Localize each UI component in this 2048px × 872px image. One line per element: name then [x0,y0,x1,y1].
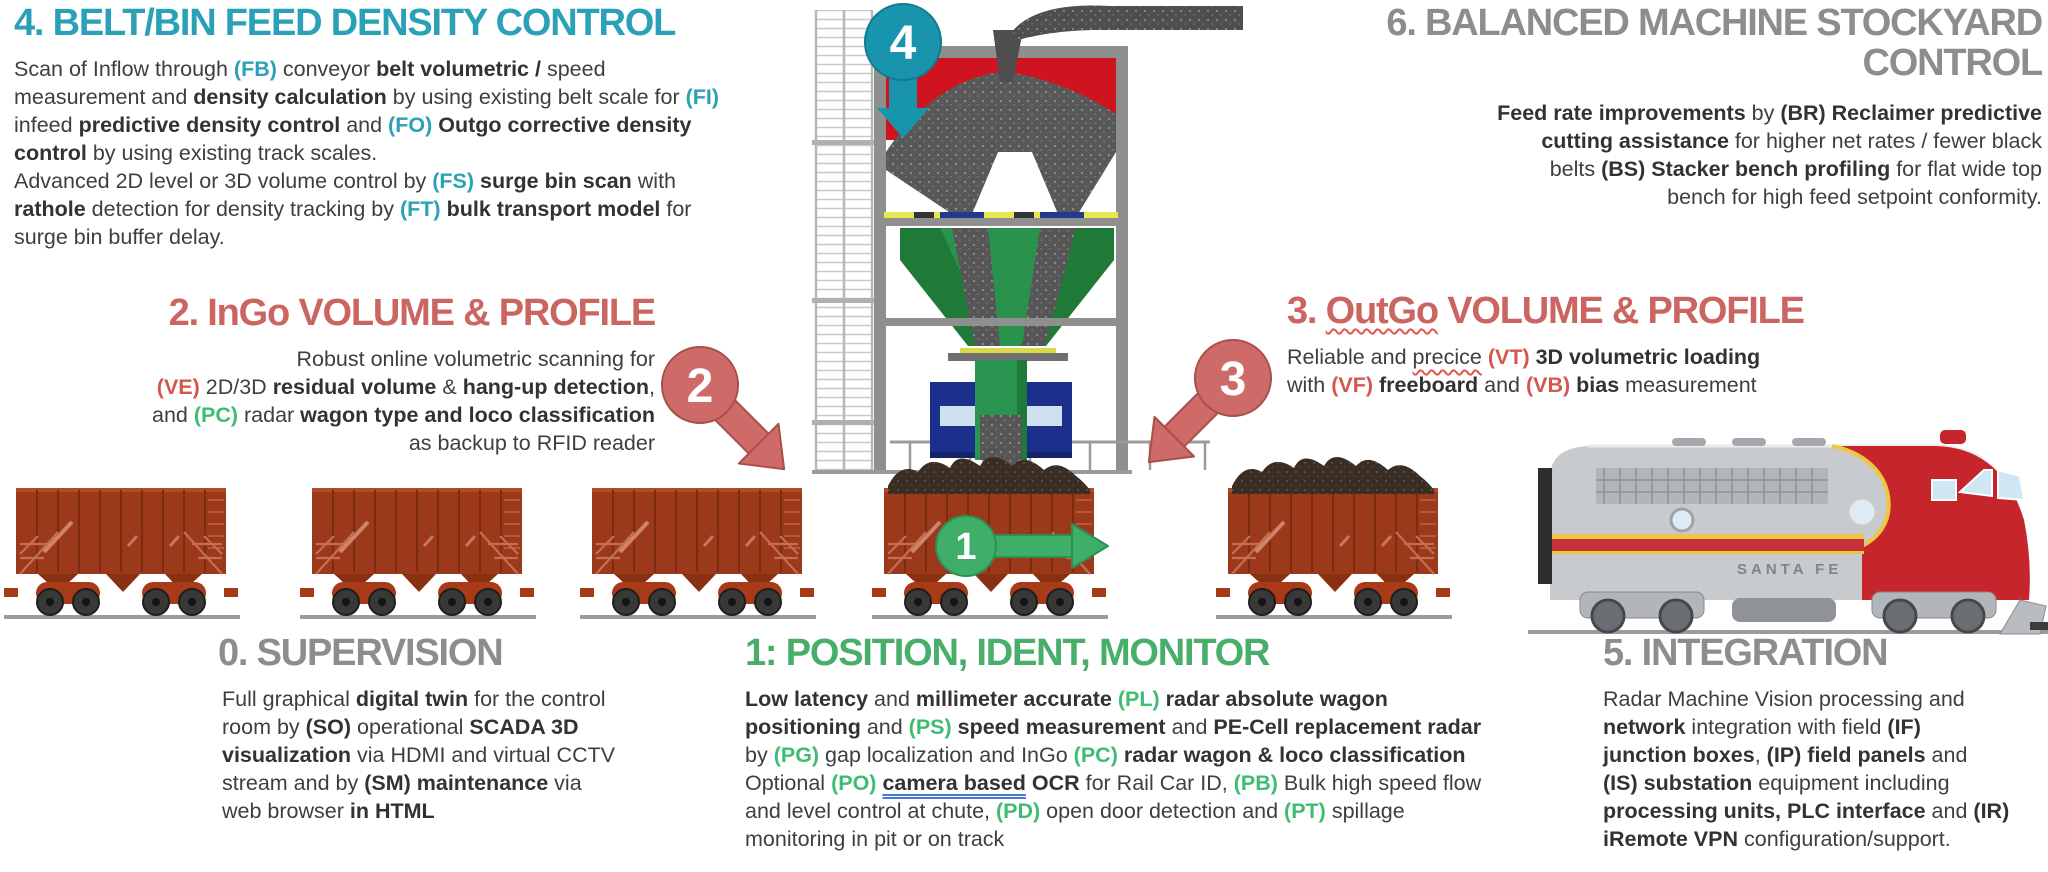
control-cabin [930,382,1072,458]
wagon-empty-2 [298,486,536,617]
section-ingo-volume-profile: 2. InGo VOLUME & PROFILE Robust online v… [95,292,657,458]
section-title: 4. BELT/BIN FEED DENSITY CONTROL [14,2,676,44]
section-body: Scan of Inflow through (FB) conveyor bel… [14,56,720,249]
wagon-loaded [1214,457,1452,617]
wagon-empty-3 [578,486,816,617]
section-title: 2. InGo VOLUME & PROFILE [168,292,657,334]
porthole-window [1669,507,1695,533]
section-body: Reliable and precice (VT) 3D volumetric … [1287,344,1761,397]
section-body: Full graphical digital twin for the cont… [222,686,616,823]
section-outgo-volume-profile: 3. OutGo VOLUME & PROFILE Reliable and p… [1287,290,1927,400]
fuel-tank [1732,598,1836,622]
section-body: Feed rate improvements by (BR) Reclaimer… [1497,100,2042,209]
badge-step-3: 3 [1194,339,1272,417]
section-title: 3. OutGo VOLUME & PROFILE [1287,290,1805,332]
cab-side-window [1931,479,1957,501]
section-title: 1: POSITION, IDENT, MONITOR [745,632,1270,674]
badge-step-4: 4 [864,3,942,138]
stair-tower [812,10,886,472]
section-body: Robust online volumetric scanning for(VE… [151,346,655,455]
badge-number: 1 [955,526,976,568]
green-hopper [900,228,1114,361]
falling-coal-stream [982,458,1020,500]
section-title: 6. BALANCED MACHINE STOCKYARD CONTROL [1386,2,2043,84]
bin-frame [812,46,1210,474]
section-position-ident-monitor: 1: POSITION, IDENT, MONITOR Low latency … [745,632,1565,854]
badge-number: 4 [890,17,917,70]
section-title: 0. SUPERVISION [218,632,504,674]
wagon-empty-1 [2,486,240,617]
arrow-down-icon [877,108,929,138]
section-integration: 5. INTEGRATION Radar Machine Vision proc… [1603,632,2043,854]
badge-number: 2 [687,360,714,413]
section-body: Low latency and millimeter accurate (PL)… [745,686,1482,851]
bin-coal-mass [886,72,1116,214]
badge-step-3-arrow [1147,391,1220,464]
warbonnet-nose [1832,446,2030,600]
infeed-conveyor [993,5,1243,82]
wagon-loading-under-chute [870,457,1108,617]
section-belt-bin-feed-density-control: 4. BELT/BIN FEED DENSITY CONTROL Scan of… [14,2,814,251]
loading-chute [975,360,1027,460]
section-title: 5. INTEGRATION [1603,632,1889,674]
side-grille [1596,468,1828,504]
pilot [1999,599,2047,635]
porthole-window [1849,499,1875,525]
badge-step-2: 2 [661,346,739,424]
arrow-right-icon [1071,523,1109,569]
belt-scale-strip [884,212,1118,226]
wagon-row [2,457,1452,619]
arrow-down-right-icon [737,422,786,471]
surge-bin-tower [812,5,1243,500]
badge-step-1: 1 [935,515,1109,577]
arrow-down-left-icon [1147,415,1196,464]
locomotive-bogie [1579,591,1997,634]
bin-full-level-zone [886,58,1116,140]
section-supervision: 0. SUPERVISION Full graphical digital tw… [218,632,698,826]
badge-step-2-arrow [713,398,786,471]
windshield [1957,469,1993,498]
section-balanced-machine-stockyard-control: 6. BALANCED MACHINE STOCKYARD CONTROL Fe… [1270,2,2043,212]
badge-number: 3 [1220,353,1247,406]
locomotive: SANTA FE [1528,430,2048,635]
locomotive-lettering: SANTA FE [1737,561,1842,578]
